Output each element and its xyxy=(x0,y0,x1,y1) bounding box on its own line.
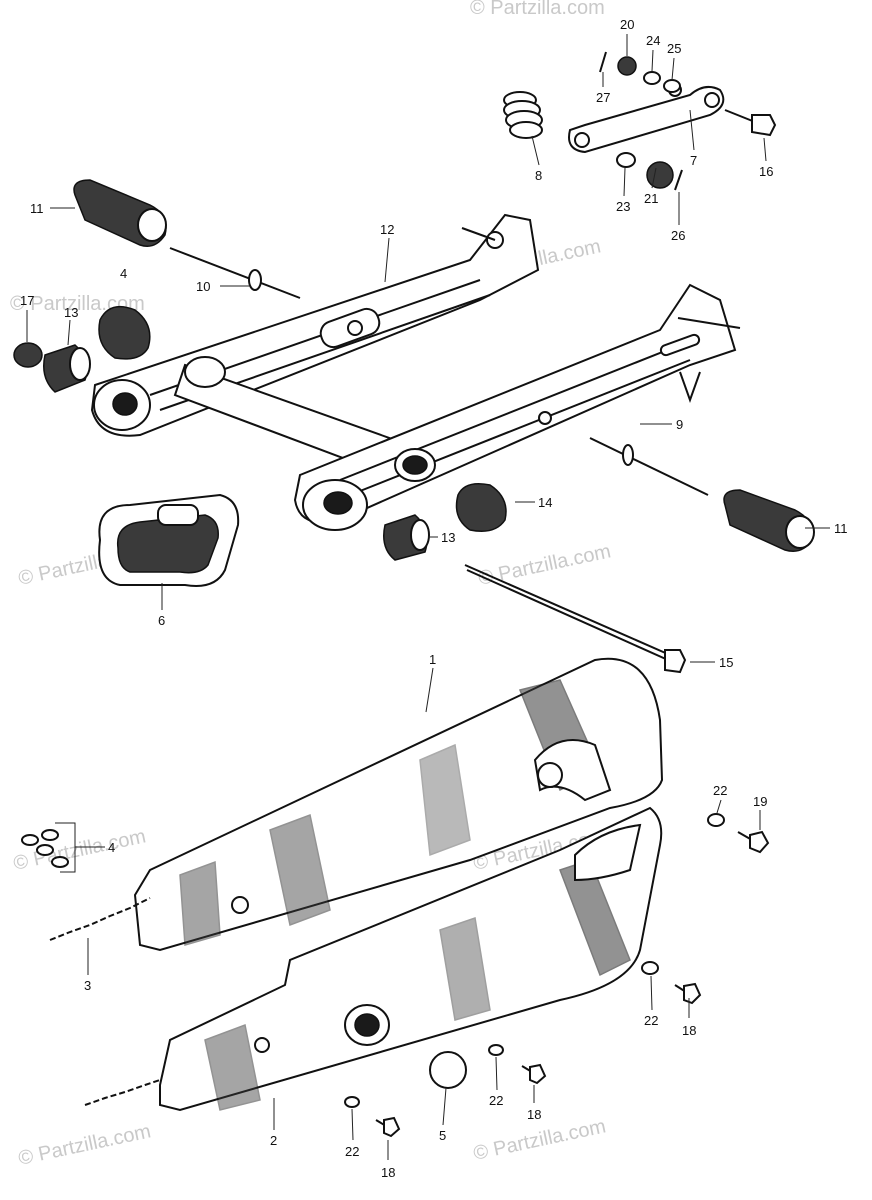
part-2-chain-case-lower xyxy=(159,806,663,1112)
callout-1[interactable]: 1 xyxy=(429,652,436,667)
callout-21[interactable]: 21 xyxy=(644,191,658,206)
part-11-cushion-lower xyxy=(723,489,815,552)
callout-17[interactable]: 17 xyxy=(20,293,34,308)
callout-11-upper[interactable]: 11 xyxy=(30,201,44,216)
callout-22-a[interactable]: 22 xyxy=(713,783,727,798)
callout-22-c[interactable]: 22 xyxy=(489,1093,503,1108)
part-22-washer-a xyxy=(707,813,725,827)
callout-3[interactable]: 3 xyxy=(84,978,91,993)
callout-13-lower[interactable]: 13 xyxy=(441,530,455,545)
part-3-drive-chain xyxy=(49,897,161,1106)
callout-6[interactable]: 6 xyxy=(158,613,165,628)
callout-8[interactable]: 8 xyxy=(535,168,542,183)
part-15-bolt xyxy=(464,564,687,674)
part-10-bolt xyxy=(169,247,301,299)
part-5-cap xyxy=(429,1051,467,1089)
callout-5[interactable]: 5 xyxy=(439,1128,446,1143)
part-20-nut xyxy=(617,56,637,76)
callout-4-chain-joint[interactable]: 4 xyxy=(108,840,115,855)
part-19-screw xyxy=(737,830,770,854)
part-27-pin xyxy=(599,51,607,73)
part-22-washer-c xyxy=(488,1044,504,1056)
part-21-nut xyxy=(646,161,674,189)
part-24-washer xyxy=(643,71,661,85)
callout-19[interactable]: 19 xyxy=(753,794,767,809)
callout-16[interactable]: 16 xyxy=(759,164,773,179)
callout-15[interactable]: 15 xyxy=(719,655,733,670)
callout-22-d[interactable]: 22 xyxy=(345,1144,359,1159)
part-18-screw-b xyxy=(521,1063,547,1085)
callout-12[interactable]: 12 xyxy=(380,222,394,237)
part-22-washer-b xyxy=(641,961,659,975)
callouts: 1 2 3 4 4 5 6 7 8 9 10 11 11 12 13 13 14… xyxy=(20,17,848,1180)
watermark-1: © Partzilla.com xyxy=(470,0,605,19)
part-26-pin xyxy=(674,169,683,191)
part-14-bush-lower xyxy=(455,483,507,532)
part-16-bolt xyxy=(724,109,777,137)
leader-lines xyxy=(26,34,830,1160)
callout-18-c[interactable]: 18 xyxy=(381,1165,395,1180)
part-25-washer xyxy=(663,79,681,93)
part-14-bush-upper xyxy=(98,305,151,360)
part-9-bolt xyxy=(589,437,709,496)
callout-11-lower[interactable]: 11 xyxy=(834,521,848,536)
part-7-link xyxy=(568,83,725,154)
callout-27[interactable]: 27 xyxy=(596,90,610,105)
watermark-8: © Partzilla.com xyxy=(16,1120,152,1170)
callout-13-upper[interactable]: 13 xyxy=(64,305,78,320)
part-4-chain-joint xyxy=(21,829,69,868)
callout-18-b[interactable]: 18 xyxy=(527,1107,541,1122)
callout-14[interactable]: 14 xyxy=(538,495,552,510)
part-11-cushion-upper xyxy=(73,179,167,247)
callout-4-upper[interactable]: 4 xyxy=(120,266,127,281)
callout-25[interactable]: 25 xyxy=(667,41,681,56)
part-13-collar-upper xyxy=(43,344,91,393)
part-6-chain-guide xyxy=(98,493,240,587)
callout-24[interactable]: 24 xyxy=(646,33,660,48)
part-22-washer-d xyxy=(344,1096,360,1108)
part-23-washer xyxy=(616,152,636,168)
watermark-9: © Partzilla.com xyxy=(471,1115,607,1165)
callout-18-a[interactable]: 18 xyxy=(682,1023,696,1038)
callout-22-b[interactable]: 22 xyxy=(644,1013,658,1028)
watermark-6: © Partzilla.com xyxy=(11,825,147,875)
callout-20[interactable]: 20 xyxy=(620,17,634,32)
callout-7[interactable]: 7 xyxy=(690,153,697,168)
part-13-collar-lower xyxy=(383,514,430,561)
part-8-spring xyxy=(503,91,543,139)
callout-10[interactable]: 10 xyxy=(196,279,210,294)
part-17-nut xyxy=(13,342,43,368)
part-18-screw-c xyxy=(375,1116,401,1138)
swing-arm xyxy=(90,213,741,531)
callout-9[interactable]: 9 xyxy=(676,417,683,432)
callout-23[interactable]: 23 xyxy=(616,199,630,214)
callout-26[interactable]: 26 xyxy=(671,228,685,243)
callout-2[interactable]: 2 xyxy=(270,1133,277,1148)
part-18-screw-a xyxy=(674,982,702,1005)
part-1-chain-case-upper xyxy=(133,657,664,952)
